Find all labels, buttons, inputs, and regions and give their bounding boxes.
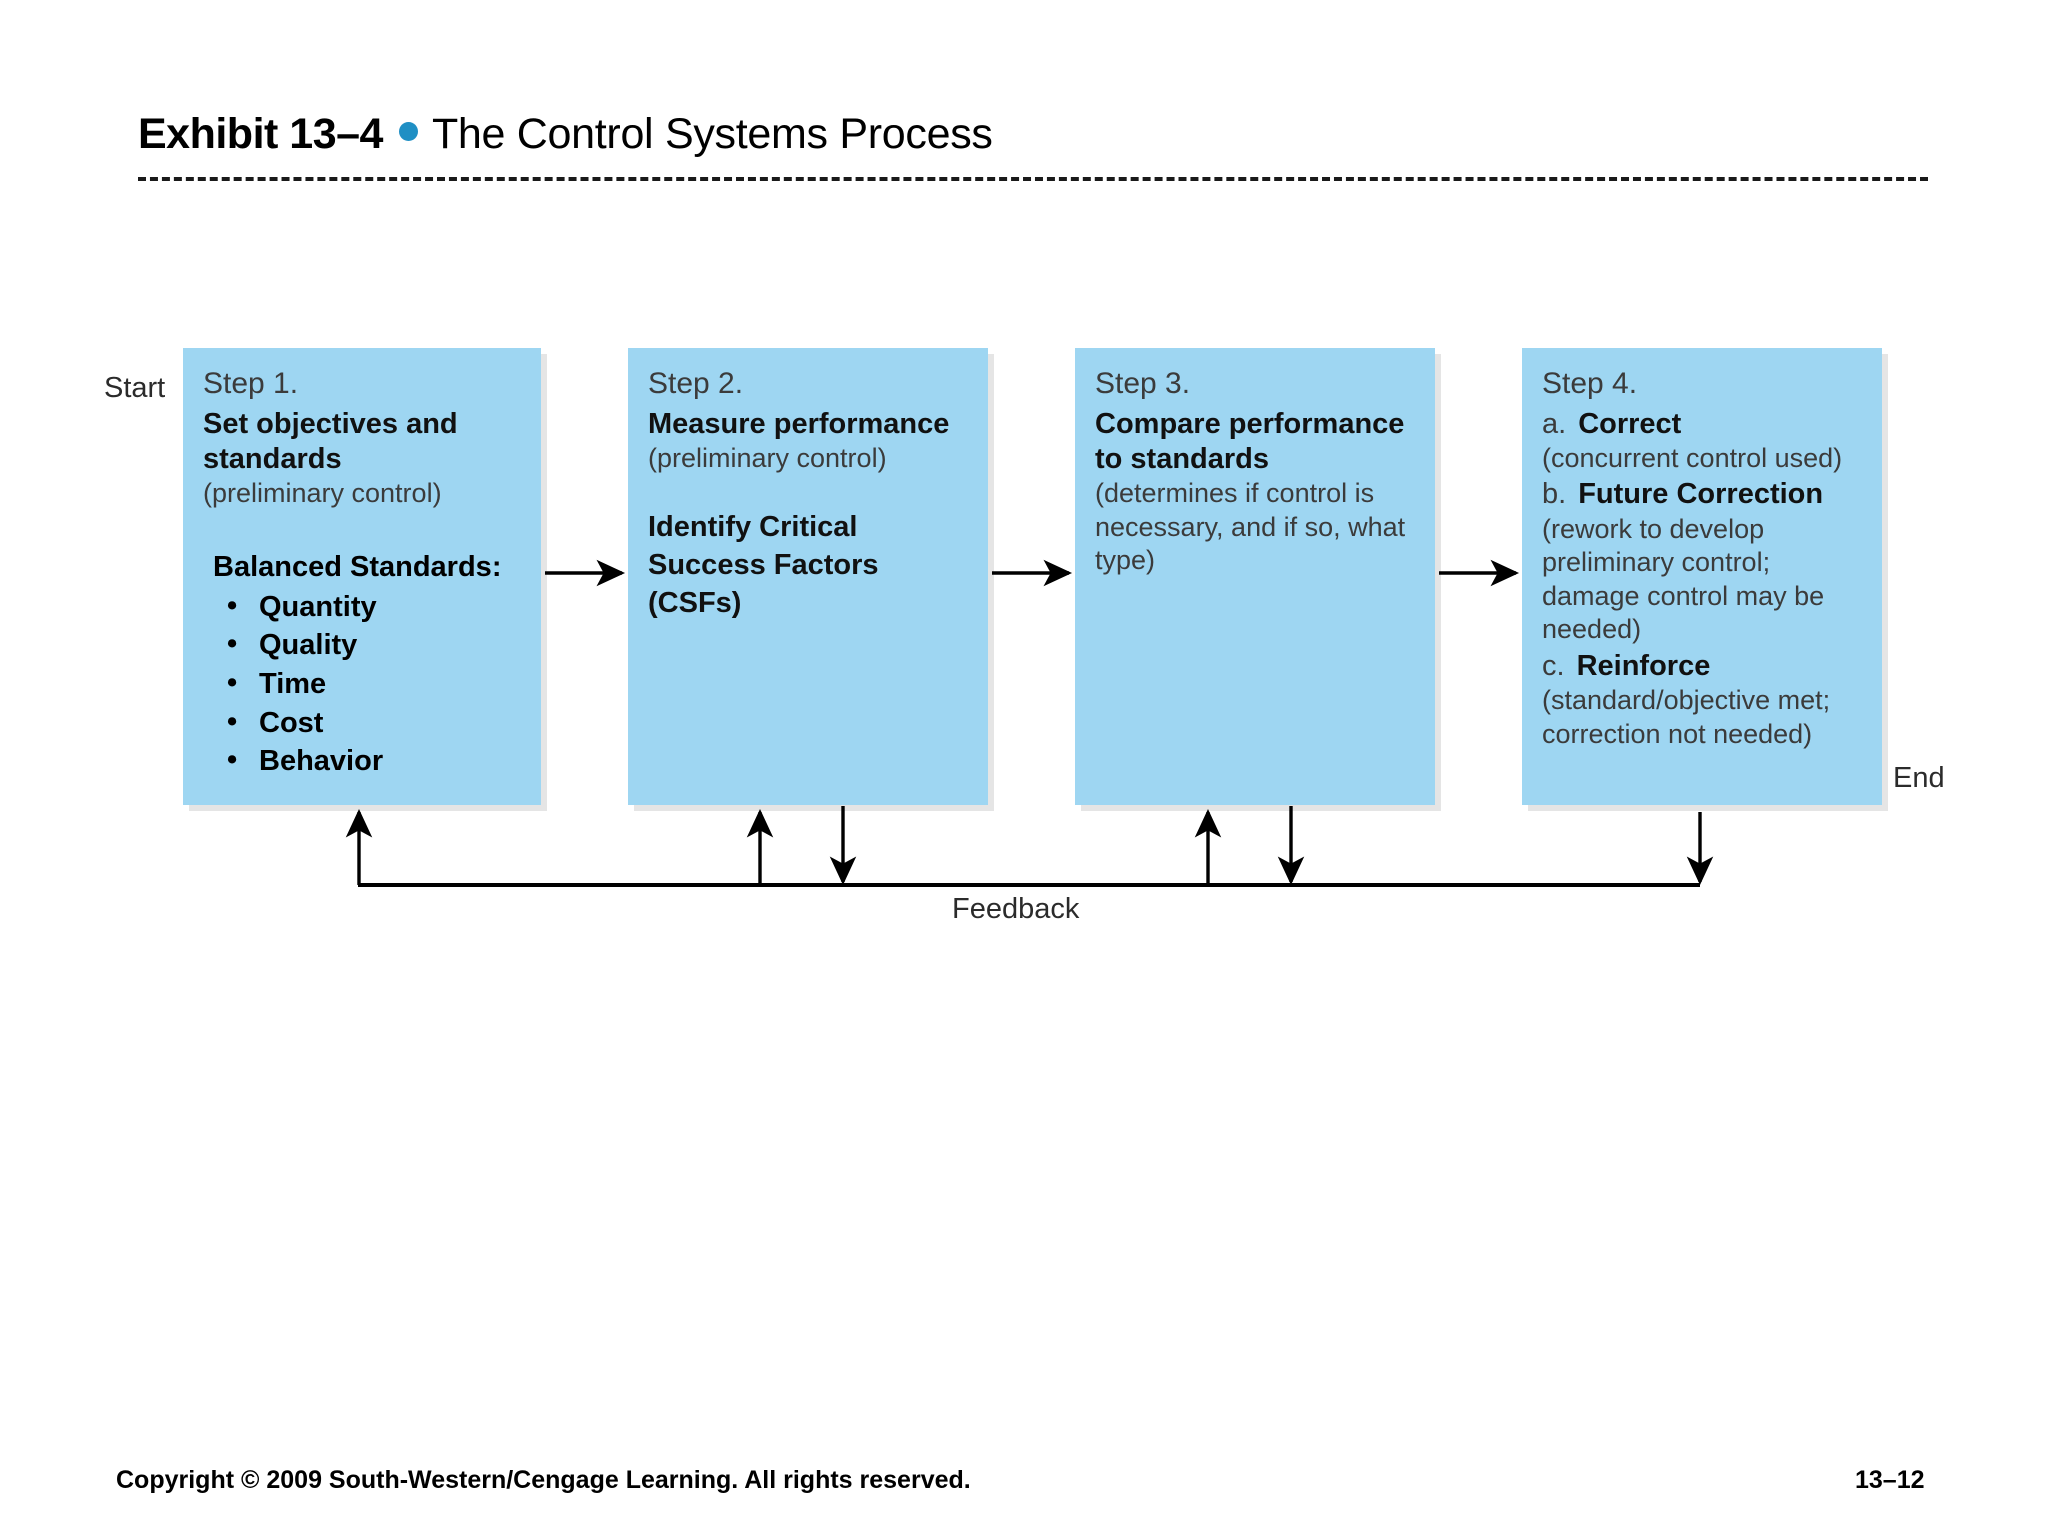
step-box-4: Step 4. a. Correct (concurrent control us…: [1522, 348, 1882, 805]
feedback-up-arrow-group: [345, 808, 1222, 885]
feedback-down-arrow-group: [829, 806, 1714, 886]
blue-dot-icon: [398, 122, 418, 141]
step-2-title: Measure performance: [648, 407, 950, 440]
step-4-item-b: b. Future Correction: [1542, 477, 1866, 512]
step-4-detail-a: (concurrent control used): [1542, 442, 1843, 473]
step-4-item-a: a. Correct: [1542, 407, 1866, 442]
step-1-number: Step 1.: [203, 367, 299, 400]
copyright-notice: Copyright © 2009 South-Western/Cengage L…: [116, 1466, 971, 1494]
step-2-body: Identify Critical Success Factors (CSFs): [648, 511, 879, 619]
page-number: 13–12: [1855, 1466, 1925, 1494]
step-4-detail-b: (rework to develop preliminary control; …: [1542, 513, 1825, 645]
step-2-subtitle: (preliminary control): [648, 442, 887, 473]
step-4-number: Step 4.: [1542, 367, 1638, 400]
step-box-1: Step 1. Set objectives and standards (pr…: [183, 348, 541, 805]
step-3-subtitle: (determines if control is necessary, and…: [1095, 478, 1406, 576]
step-2-number: Step 2.: [648, 367, 744, 400]
list-item: Cost: [227, 703, 525, 743]
step-4-word-a: Correct: [1578, 407, 1682, 440]
title-text: The Control Systems Process: [431, 110, 993, 158]
title-divider: [138, 177, 1928, 181]
page-title: Exhibit 13–4 The Control Systems Process: [138, 110, 1938, 170]
balanced-standards-list: Quantity Quality Time Cost Behavior: [203, 587, 525, 781]
step-4-letter-c: c.: [1542, 649, 1565, 682]
step-3-title: Compare performance to standards: [1095, 407, 1405, 475]
step-box-2: Step 2. Measure performance (preliminary…: [628, 348, 988, 805]
list-item: Quantity: [227, 587, 525, 627]
step-box-3: Step 3. Compare performance to standards…: [1075, 348, 1435, 805]
start-label: Start: [104, 372, 166, 404]
end-label: End: [1893, 762, 1945, 794]
step-4-word-b: Future Correction: [1578, 478, 1824, 511]
step-4-letter-a: a.: [1542, 407, 1567, 440]
list-item: Time: [227, 664, 525, 704]
step-3-number: Step 3.: [1095, 367, 1191, 400]
step-1-subtitle: (preliminary control): [203, 478, 442, 509]
step-4-item-c: c. Reinforce: [1542, 649, 1866, 684]
list-item: Behavior: [227, 741, 525, 781]
feedback-label: Feedback: [952, 893, 1080, 925]
exhibit-number: Exhibit 13–4: [138, 110, 383, 158]
step-4-detail-c: (standard/objective met; correction not …: [1542, 685, 1831, 749]
step-4-letter-b: b.: [1542, 478, 1567, 511]
balanced-standards-heading: Balanced Standards:: [213, 550, 502, 583]
list-item: Quality: [227, 625, 525, 665]
step-4-word-c: Reinforce: [1576, 649, 1711, 682]
step-1-title: Set objectives and standards: [203, 407, 458, 475]
